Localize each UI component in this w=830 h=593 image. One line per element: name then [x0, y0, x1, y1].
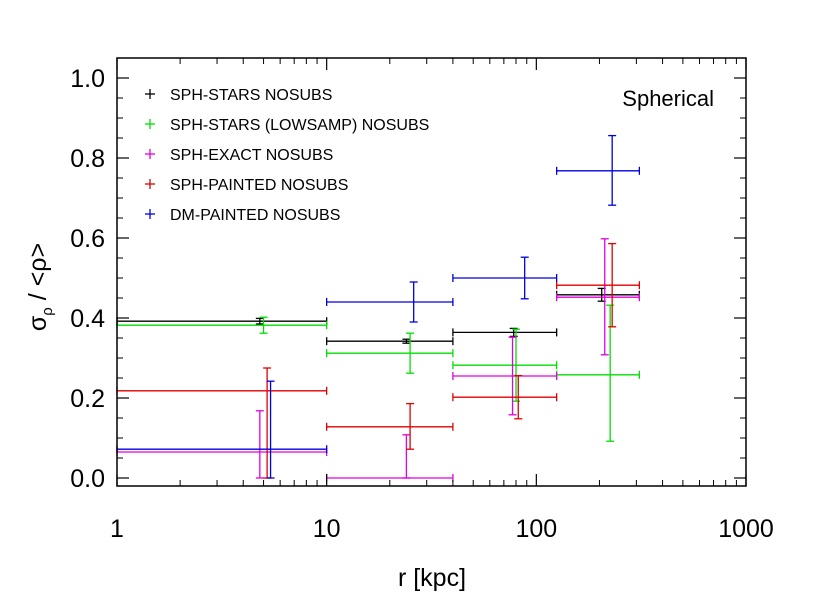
x-tick-label: 100	[515, 515, 557, 543]
legend-item: SPH-PAINTED NOSUBS	[145, 177, 348, 194]
legend-item: SPH-STARS NOSUBS	[145, 87, 332, 104]
legend-label: SPH-STARS NOSUBS	[170, 87, 332, 104]
series-5	[116, 134, 641, 479]
legend-label: SPH-PAINTED NOSUBS	[170, 177, 348, 194]
x-tick-label: 1	[110, 515, 124, 543]
series-2	[116, 304, 641, 442]
data-point	[326, 332, 454, 374]
data-point	[452, 336, 558, 416]
data-point	[556, 134, 641, 206]
legend-item: DM-PAINTED NOSUBS	[145, 207, 340, 224]
series-3	[116, 238, 641, 482]
y-tick-label: 0.2	[70, 385, 105, 413]
y-tick-label: 1.0	[70, 65, 105, 93]
data-point	[452, 374, 558, 420]
data-point	[326, 281, 454, 323]
legend-label: SPH-STARS (LOWSAMP) NOSUBS	[170, 117, 429, 134]
legend-label: DM-PAINTED NOSUBS	[170, 207, 340, 224]
legend-item: SPH-EXACT NOSUBS	[145, 147, 333, 164]
data-point	[326, 402, 454, 450]
x-tick-label: 10	[313, 515, 341, 543]
y-tick-label: 0.4	[70, 305, 105, 333]
plot-frame	[116, 57, 747, 487]
data-point	[452, 328, 558, 402]
y-axis-title: σρ / <ρ>	[24, 243, 56, 331]
chart-annotation: Spherical	[622, 86, 714, 111]
x-axis-title: r [kpc]	[398, 564, 466, 592]
data-point	[452, 256, 558, 300]
y-tick-label: 0.8	[70, 145, 105, 173]
axes: 1 10 100 1000 0.0 0.2 0.4 0.6 0.8 1.0	[70, 57, 774, 543]
y-tick-label: 0.6	[70, 225, 105, 253]
legend-item: SPH-STARS (LOWSAMP) NOSUBS	[145, 117, 429, 134]
data-point	[556, 242, 641, 328]
legend-label: SPH-EXACT NOSUBS	[170, 147, 333, 164]
legend: SPH-STARS NOSUBS SPH-STARS (LOWSAMP) NOSU…	[145, 87, 429, 224]
data-point	[452, 327, 558, 338]
data-marks	[116, 134, 641, 482]
data-point	[326, 337, 454, 346]
x-tick-label: 1000	[718, 515, 774, 543]
y-tick-label: 0.0	[70, 465, 105, 493]
series-4	[116, 242, 641, 479]
data-point	[556, 238, 641, 356]
